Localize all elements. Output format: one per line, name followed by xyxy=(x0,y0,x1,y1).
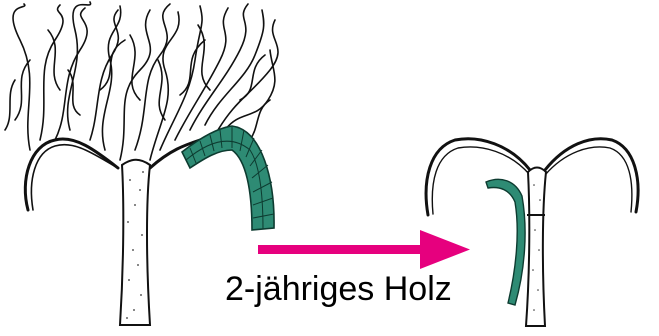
two-year-cane-right xyxy=(486,179,525,305)
two-year-cane-left xyxy=(182,126,274,230)
right-vine-left-arm xyxy=(426,139,530,215)
trunk-left xyxy=(120,160,150,325)
right-vine-right-arm xyxy=(545,139,638,212)
caption-label: 2-jähriges Holz xyxy=(225,270,452,309)
arrow xyxy=(258,230,470,269)
trunk-right xyxy=(526,168,546,327)
